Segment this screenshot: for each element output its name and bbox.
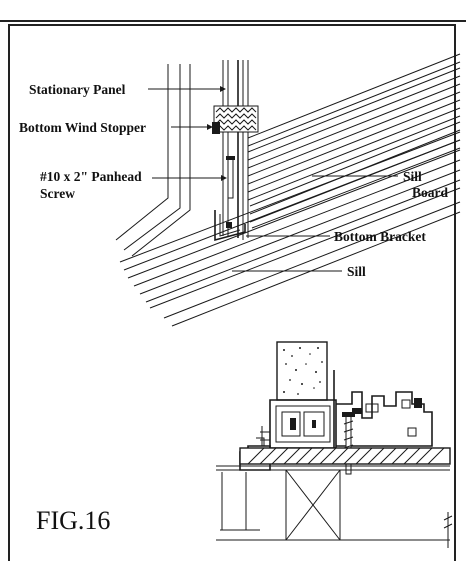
label-stationary-panel: Stationary Panel	[29, 82, 126, 97]
bottom-wind-stopper	[212, 105, 259, 134]
label-sill-board-line1: Sill	[403, 169, 422, 184]
window-frame-left	[115, 64, 191, 257]
bottom-bracket	[214, 210, 246, 242]
drawing-frame	[8, 24, 456, 561]
section-detail	[216, 341, 453, 548]
label-bottom-bracket: Bottom Bracket	[334, 229, 426, 244]
leader-lines	[148, 86, 398, 272]
sill-board	[247, 53, 461, 229]
label-screw-line1: #10 x 2" Panhead	[40, 169, 142, 184]
top-border-strip	[0, 0, 466, 22]
label-bottom-wind-stopper: Bottom Wind Stopper	[19, 120, 146, 135]
glass-speckle	[283, 347, 323, 395]
sill	[119, 131, 461, 327]
label-sill: Sill	[347, 264, 366, 279]
stationary-panel	[222, 60, 249, 240]
figure-caption: FIG.16	[36, 506, 110, 535]
label-sill-board-line2: Board	[412, 185, 448, 200]
panhead-screw	[226, 156, 235, 199]
label-screw-line2: Screw	[40, 186, 75, 201]
